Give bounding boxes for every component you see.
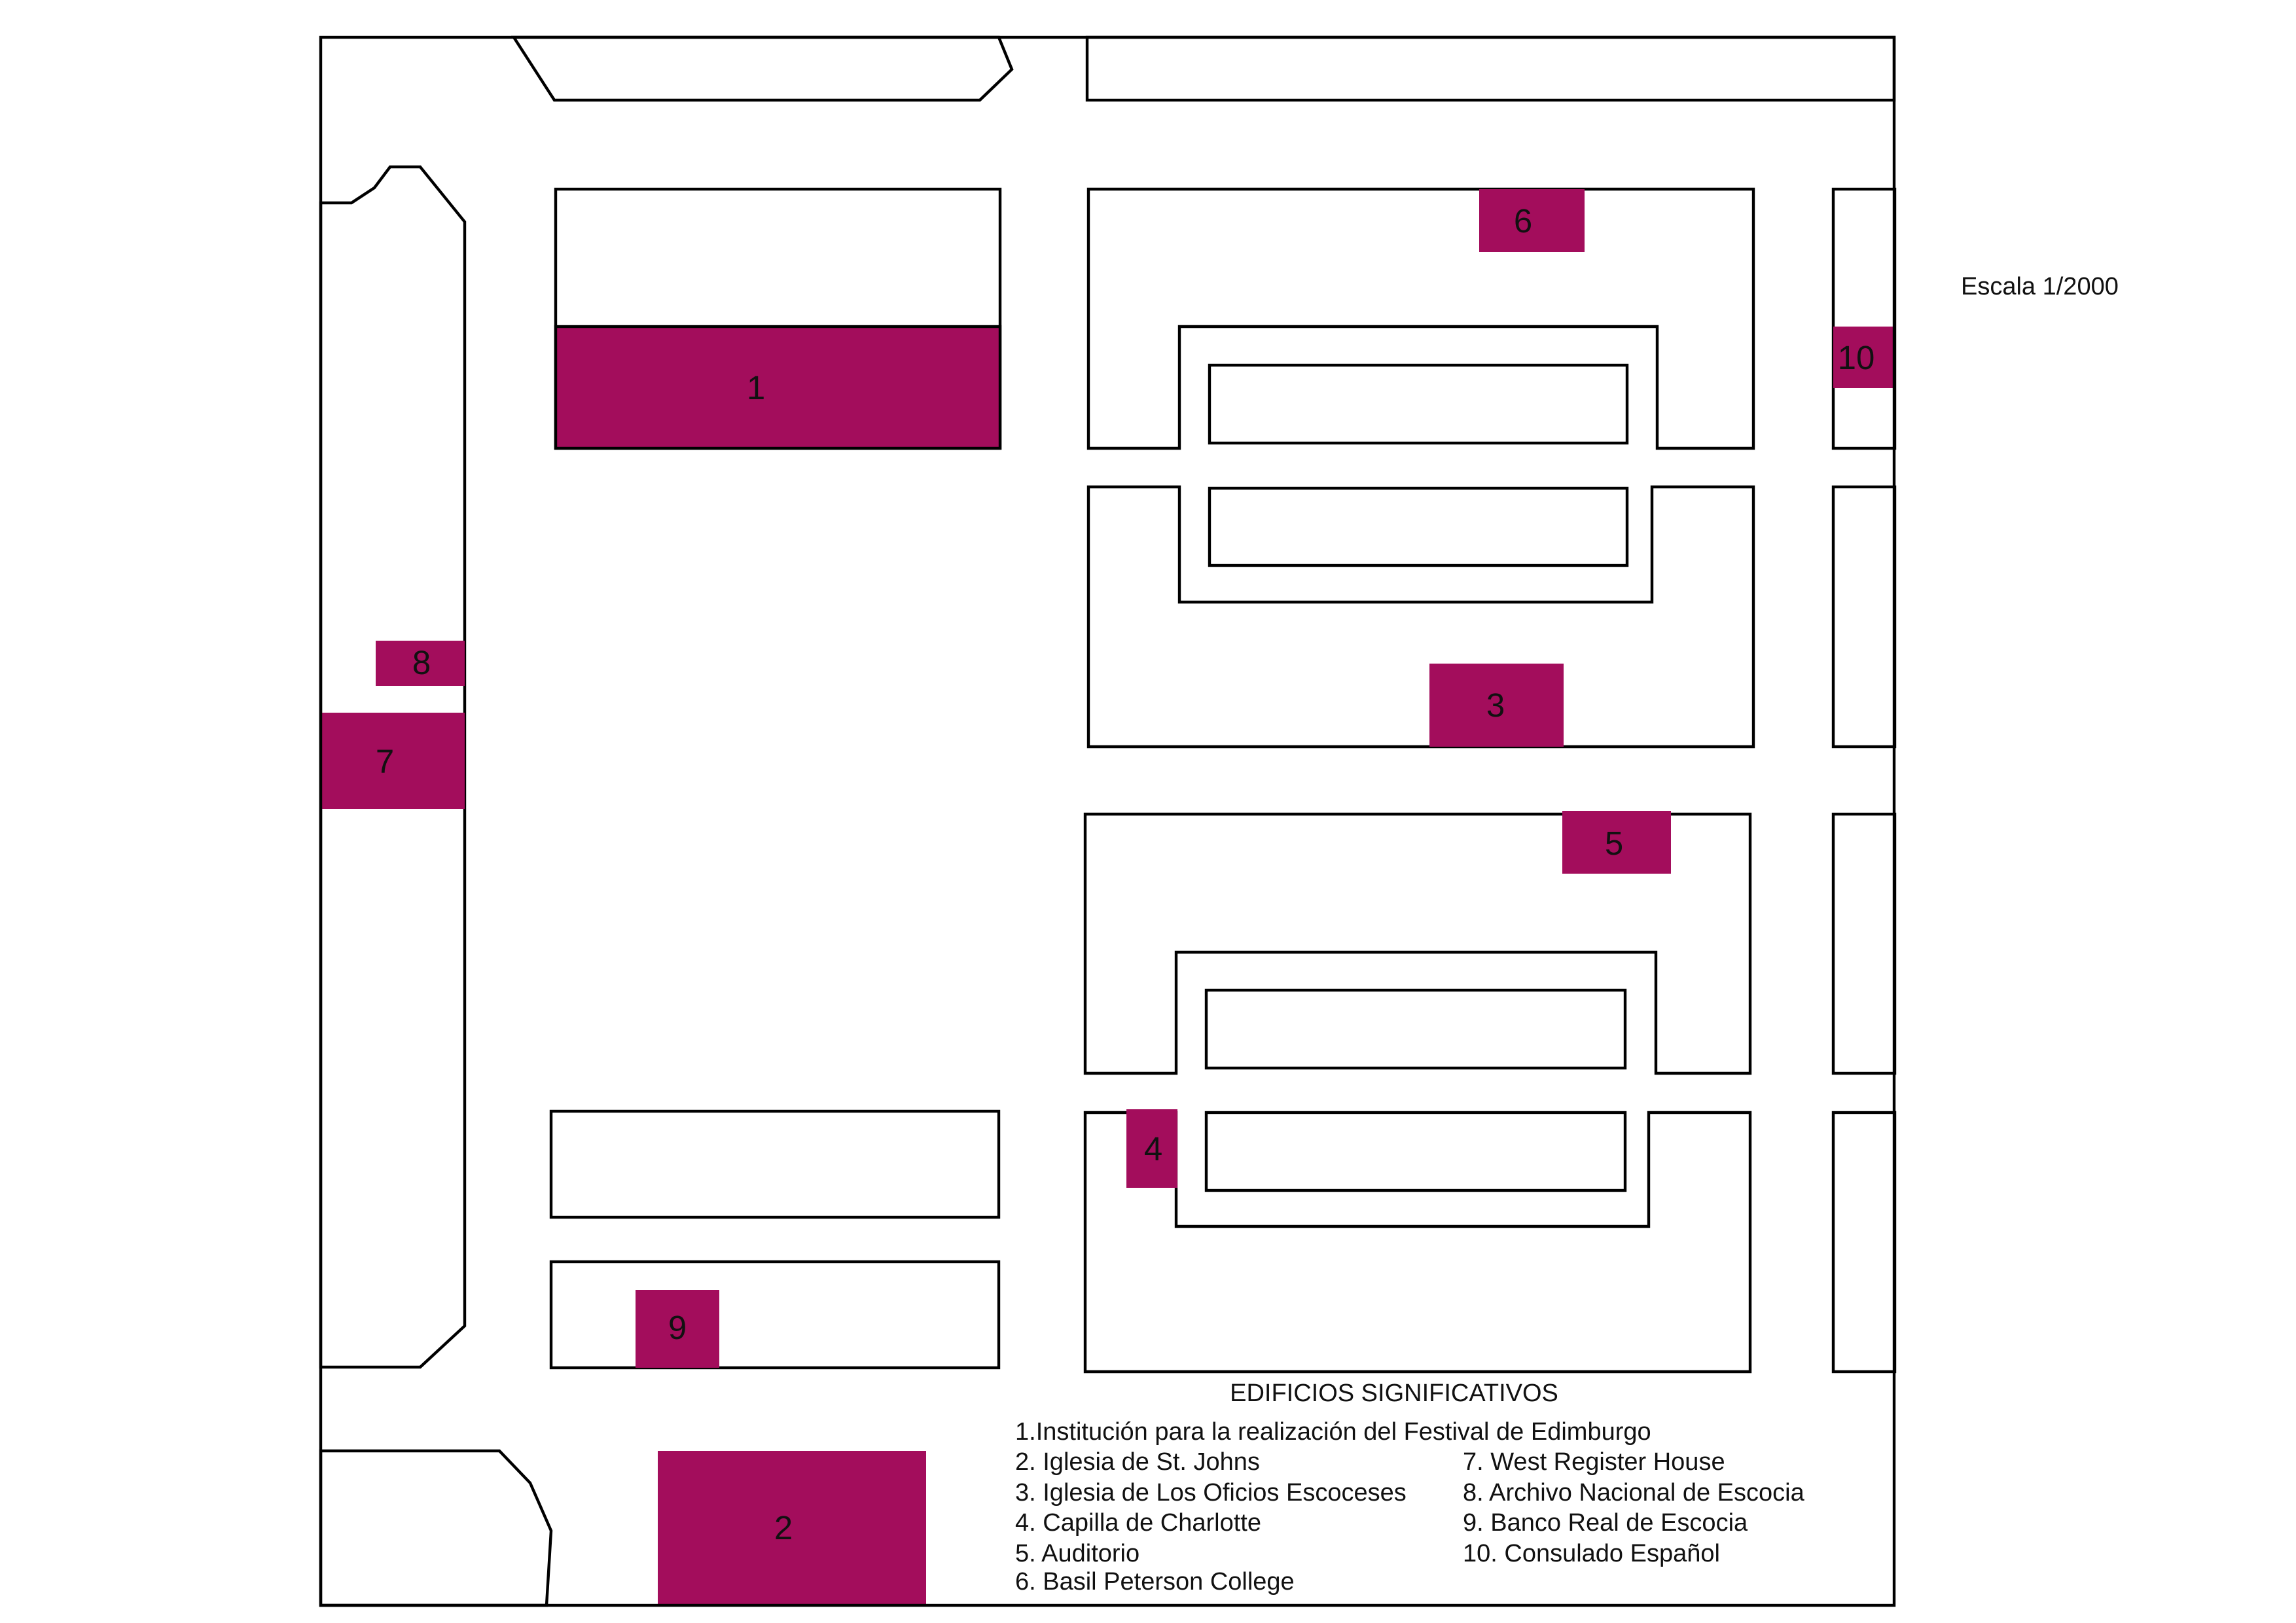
- building-label: 6: [1514, 202, 1532, 240]
- block-top-left-angled: [511, 35, 1014, 102]
- legend-title: EDIFICIOS SIGNIFICATIVOS: [1230, 1380, 1558, 1407]
- legend-item: 7. West Register House: [1463, 1448, 1725, 1476]
- block-east-strip-3: [1831, 812, 1897, 1075]
- legend-item: 9. Banco Real de Escocia: [1463, 1509, 1748, 1537]
- building-6[interactable]: [1479, 189, 1585, 252]
- block-inner-4: [1204, 1111, 1627, 1192]
- block-left-lower-1: [549, 1109, 1001, 1219]
- building-8[interactable]: [376, 641, 465, 686]
- building-label: 7: [376, 743, 394, 780]
- building-5[interactable]: [1562, 811, 1671, 874]
- block-left-lower-2: [549, 1260, 1001, 1370]
- block-inner-2: [1208, 486, 1629, 567]
- building-7[interactable]: [321, 713, 465, 809]
- building-label: 1: [747, 369, 765, 406]
- block-lower-right-u: [1083, 812, 1752, 1075]
- building-9[interactable]: [636, 1290, 719, 1368]
- legend: EDIFICIOS SIGNIFICATIVOS 1.Institución p…: [1015, 1380, 1805, 1596]
- building-label: 9: [668, 1309, 687, 1346]
- building-label: 8: [412, 644, 431, 681]
- building-3[interactable]: [1429, 664, 1564, 747]
- building-labels: 1 2 3 4 5 6 7 8 9 10: [376, 202, 1875, 1546]
- building-2[interactable]: [658, 1451, 926, 1605]
- block-inner-3: [1204, 988, 1627, 1070]
- block-inner-1: [1208, 363, 1629, 445]
- block-east-strip-1: [1831, 187, 1897, 450]
- legend-item: 2. Iglesia de St. Johns: [1015, 1448, 1260, 1476]
- block-east-strip-2: [1831, 485, 1897, 749]
- block-east-strip-4: [1831, 1111, 1897, 1374]
- legend-item: 1.Institución para la realización del Fe…: [1015, 1418, 1651, 1446]
- legend-item: 5. Auditorio: [1015, 1540, 1139, 1567]
- legend-item: 3. Iglesia de Los Oficios Escoceses: [1015, 1479, 1407, 1507]
- building-label: 10: [1838, 339, 1875, 376]
- significant-buildings: [321, 189, 1895, 1605]
- building-label: 4: [1144, 1130, 1162, 1168]
- map-frame: [319, 35, 1896, 1607]
- scale-label: Escala 1/2000: [1961, 273, 2119, 300]
- building-4[interactable]: [1126, 1109, 1177, 1188]
- building-label: 5: [1605, 825, 1623, 862]
- block-upper-right-u: [1086, 187, 1755, 450]
- building-label: 2: [774, 1509, 793, 1546]
- block-mid-right-u: [1086, 485, 1755, 749]
- legend-item: 4. Capilla de Charlotte: [1015, 1509, 1261, 1537]
- block-bottom-left: [319, 1449, 553, 1607]
- building-10[interactable]: [1833, 327, 1895, 388]
- building-1[interactable]: [554, 325, 1002, 450]
- block-top-right-strip: [1085, 35, 1896, 102]
- legend-item: 8. Archivo Nacional de Escocia: [1463, 1479, 1805, 1507]
- legend-item: 6. Basil Peterson College: [1015, 1568, 1295, 1596]
- building-label: 3: [1486, 687, 1505, 724]
- legend-item: 10. Consulado Español: [1463, 1540, 1720, 1567]
